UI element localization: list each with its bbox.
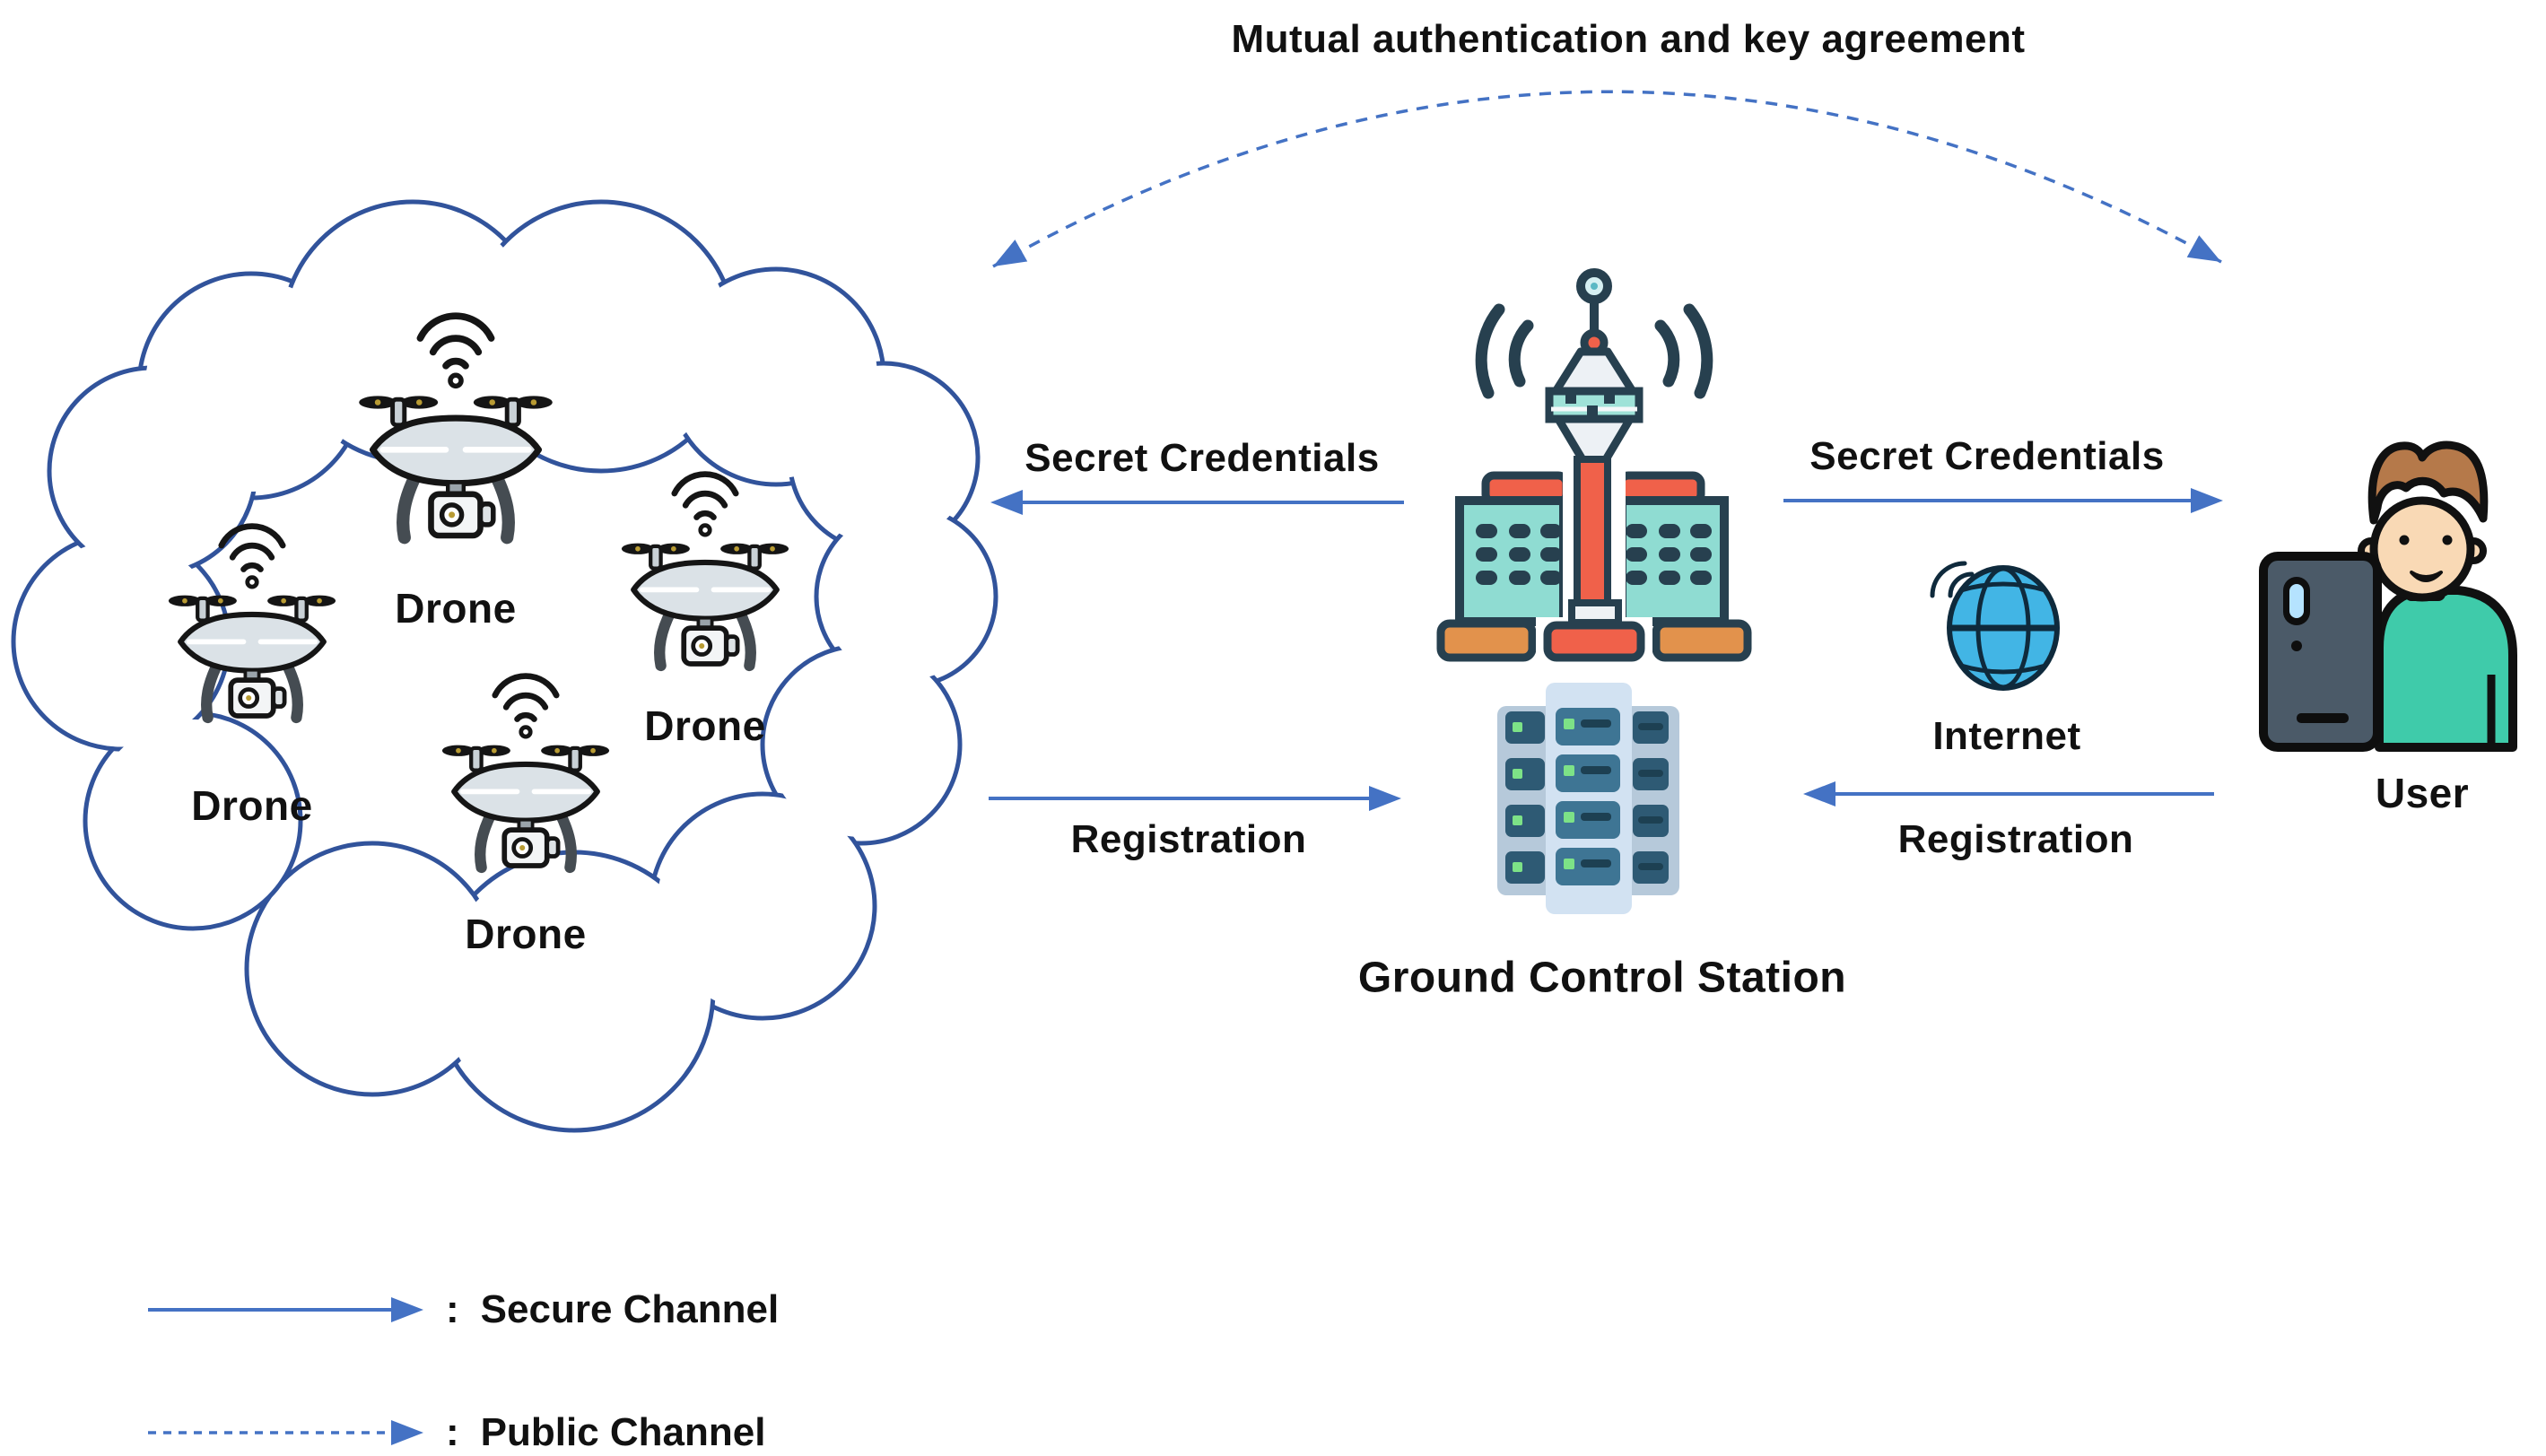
- legend-public-channel-arrow: [148, 1420, 423, 1445]
- legend-public-label: Public Channel: [480, 1410, 766, 1454]
- drone-label-left: Drone: [191, 782, 313, 829]
- user-label: User: [2375, 770, 2470, 816]
- secret-credentials-label-right: Secret Credentials: [1809, 434, 2165, 478]
- drone-icon: [622, 475, 789, 666]
- legend-secure-channel-arrow: [148, 1297, 423, 1322]
- drone-icon: [442, 676, 609, 867]
- registration-label-left: Registration: [1070, 817, 1307, 861]
- internet-label: Internet: [1932, 714, 2081, 758]
- person-with-phone-icon: [2259, 440, 2517, 752]
- registration-label-right: Registration: [1897, 817, 2134, 861]
- secret-credentials-arrow-gcs-to-drones: [990, 490, 1404, 515]
- ground-control-station-label: Ground Control Station: [1357, 954, 1847, 1002]
- diagram-title: Mutual authentication and key agreement: [1231, 17, 2026, 61]
- registration-arrow-user-to-gcs: [1803, 781, 2214, 806]
- legend-secure-channel: : Secure Channel: [446, 1287, 779, 1332]
- legend-public-channel: : Public Channel: [446, 1410, 765, 1455]
- secret-credentials-arrow-gcs-to-user: [1783, 488, 2223, 513]
- drone-fleet-cloud-outline: [11, 199, 998, 1133]
- control-tower-icon: [1436, 268, 1752, 664]
- registration-arrow-drones-to-gcs: [989, 786, 1401, 811]
- drone-label-top: Drone: [395, 585, 517, 632]
- legend-public-separator: :: [446, 1410, 459, 1454]
- legend-secure-label: Secure Channel: [480, 1287, 780, 1331]
- server-rack-icon: [1497, 683, 1679, 914]
- drone-label-right: Drone: [644, 702, 766, 749]
- drone-label-bottom: Drone: [465, 911, 587, 957]
- legend-secure-separator: :: [446, 1287, 459, 1331]
- mutual-auth-arc: [987, 90, 2228, 278]
- secret-credentials-label-left: Secret Credentials: [1025, 436, 1380, 480]
- globe-signal-icon: [1930, 561, 2060, 691]
